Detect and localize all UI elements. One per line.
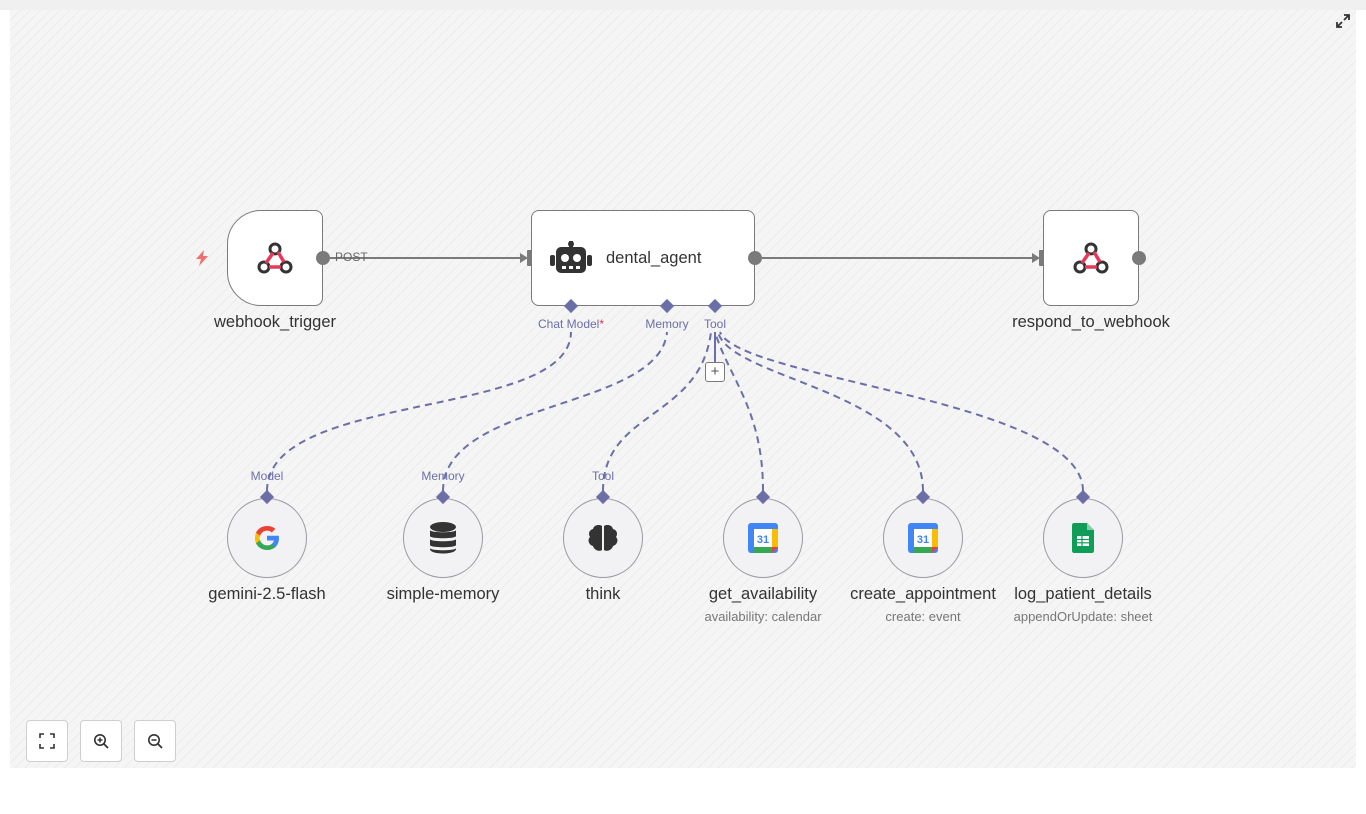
- node-respond-to-webhook[interactable]: [1043, 210, 1139, 306]
- node-get-availability[interactable]: 31: [723, 498, 803, 578]
- workflow-canvas[interactable]: [10, 10, 1356, 768]
- zoom-in-button[interactable]: [80, 720, 122, 762]
- webhook-trigger-title: webhook_trigger: [214, 313, 336, 331]
- google-sheets-icon: [1072, 523, 1094, 553]
- add-tool-button[interactable]: +: [705, 362, 725, 382]
- robot-icon: [550, 241, 592, 273]
- gemini-title: gemini-2.5-flash: [208, 585, 326, 603]
- post-output-label: POST: [335, 250, 368, 264]
- node-create-appointment[interactable]: 31: [883, 498, 963, 578]
- database-icon: [430, 522, 456, 554]
- node-simple-memory[interactable]: [403, 498, 483, 578]
- dental-agent-title: dental_agent: [606, 248, 702, 267]
- svg-text:31: 31: [917, 534, 929, 546]
- top-band: [0, 0, 1366, 10]
- zoom-out-icon: [148, 734, 163, 749]
- get-availability-title: get_availability: [708, 585, 818, 603]
- zoom-out-button[interactable]: [134, 720, 176, 762]
- log-patient-details-title: log_patient_details: [1014, 585, 1152, 603]
- node-gemini[interactable]: [227, 498, 307, 578]
- dental-agent-output-handle[interactable]: [748, 251, 762, 265]
- create-appointment-subtitle: create: event: [885, 609, 961, 624]
- log-patient-details-subtitle: appendOrUpdate: sheet: [1013, 609, 1153, 624]
- create-appointment-title: create_appointment: [850, 585, 996, 603]
- fit-view-button[interactable]: [26, 720, 68, 762]
- fit-view-icon: [39, 733, 55, 749]
- node-think[interactable]: [563, 498, 643, 578]
- simple-memory-title: simple-memory: [386, 585, 500, 603]
- think-port-label: Tool: [591, 469, 615, 483]
- node-webhook-trigger[interactable]: [227, 210, 323, 306]
- tool-port-label: Tool: [703, 317, 727, 331]
- webhook-icon: [257, 242, 293, 274]
- memory-port-label: Memory: [645, 317, 689, 331]
- google-calendar-icon: 31: [908, 523, 938, 553]
- model-port-label: Model: [250, 469, 284, 483]
- webhook-trigger-output-handle[interactable]: [316, 251, 330, 265]
- google-icon: [255, 525, 279, 550]
- google-calendar-icon: 31: [748, 523, 778, 553]
- webhook-icon: [1073, 242, 1109, 274]
- node-log-patient-details[interactable]: [1043, 498, 1123, 578]
- memory-sub-port-label: Memory: [421, 469, 465, 483]
- get-availability-subtitle: availability: calendar: [704, 609, 822, 624]
- brain-icon: [588, 525, 618, 551]
- respond-output-handle[interactable]: [1132, 251, 1146, 265]
- zoom-in-icon: [94, 734, 109, 749]
- lightning-bolt-icon: [196, 250, 208, 266]
- dental-agent-input-handle[interactable]: [527, 250, 534, 266]
- node-dental-agent[interactable]: dental_agent: [531, 210, 755, 306]
- respond-input-handle[interactable]: [1039, 250, 1046, 266]
- svg-text:31: 31: [757, 534, 769, 546]
- respond-to-webhook-title: respond_to_webhook: [1012, 313, 1170, 331]
- think-title: think: [585, 585, 621, 603]
- chat-model-port-label: Chat Model*: [537, 317, 605, 331]
- expand-icon[interactable]: [1335, 13, 1351, 29]
